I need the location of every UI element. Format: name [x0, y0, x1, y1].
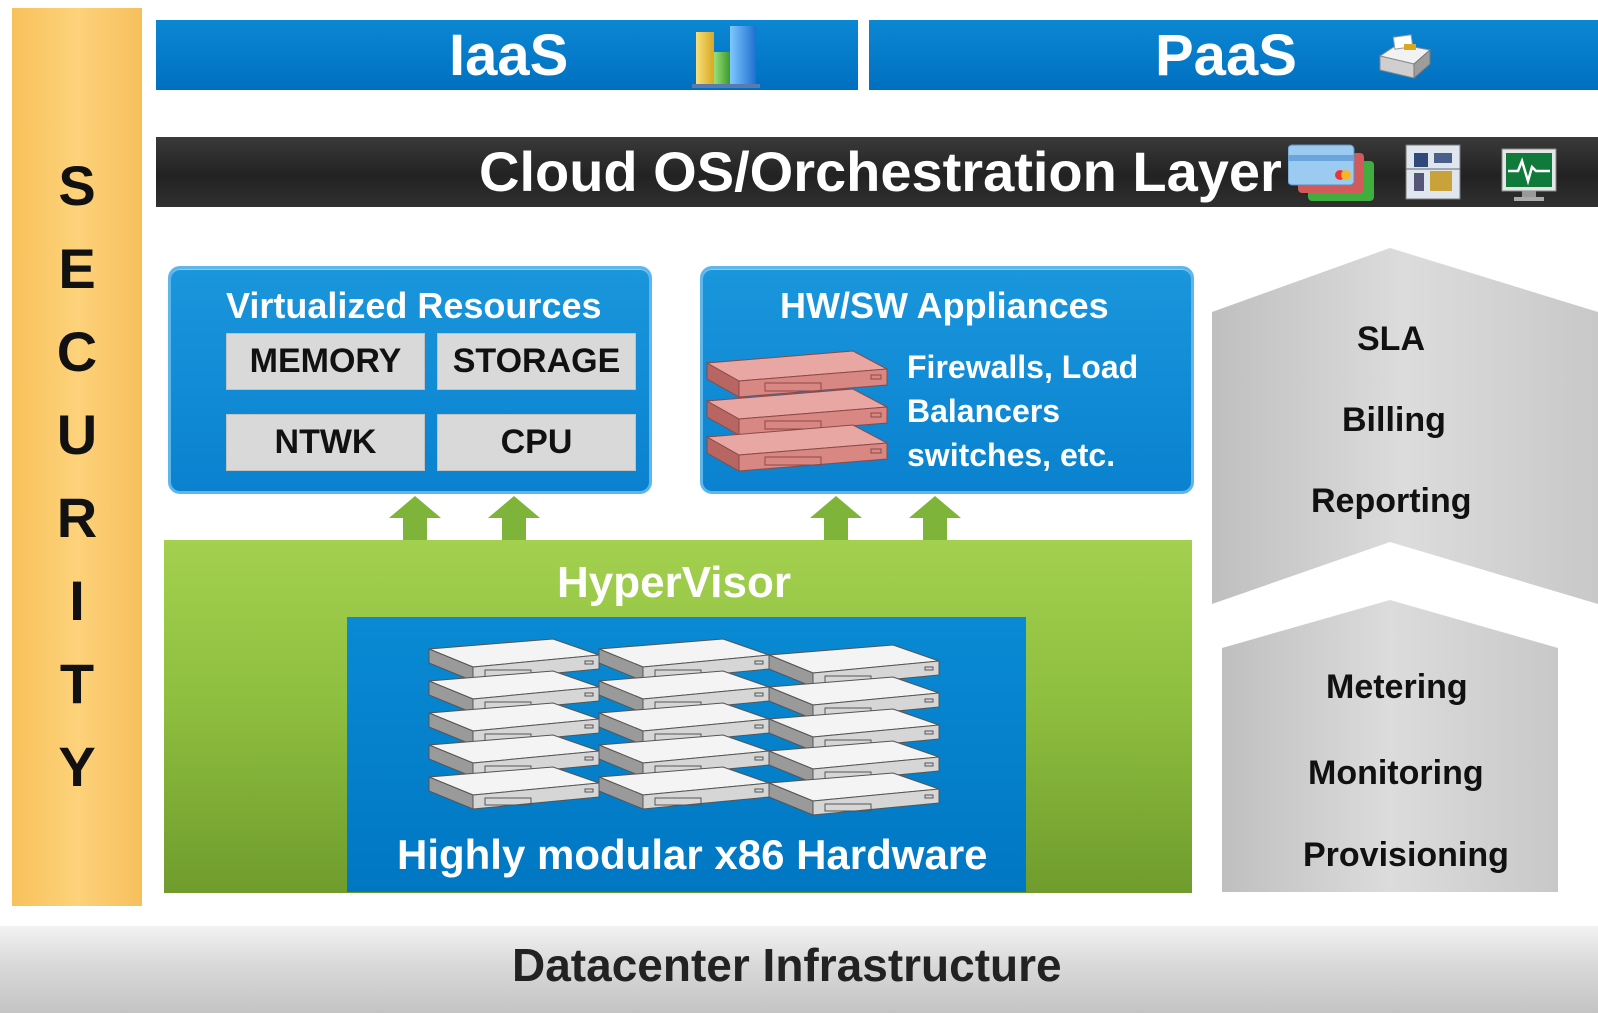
service-monitoring: Monitoring — [1308, 754, 1484, 792]
security-letter: R — [56, 486, 98, 549]
hardware-title: Highly modular x86 Hardware — [397, 831, 988, 878]
arrow-up-icon — [810, 496, 862, 540]
orchestration-layer-bar: Cloud OS/Orchestration Layer — [156, 137, 1598, 207]
service-metering: Metering — [1326, 668, 1468, 706]
security-bar: S E C U R I T Y — [12, 8, 142, 906]
datacenter-layer: Datacenter Infrastructure — [0, 926, 1598, 1013]
circuit-board-icon — [1405, 144, 1461, 200]
hypervisor-title: HyperVisor — [557, 558, 791, 607]
arrow-up-icon — [389, 496, 441, 540]
appliances-line: Balancers — [907, 393, 1060, 429]
bar-chart-icon — [692, 26, 760, 88]
security-letter: E — [58, 237, 96, 300]
security-letter: U — [56, 403, 98, 466]
arrow-up-icon — [488, 496, 540, 540]
orchestration-layer-label: Cloud OS/Orchestration Layer — [479, 140, 1282, 203]
appliances-line: switches, etc. — [907, 437, 1116, 473]
services-upper-chevron — [1212, 248, 1598, 604]
resource-storage: STORAGE — [437, 333, 636, 390]
iaas-label: IaaS — [449, 23, 569, 88]
service-billing: Billing — [1342, 401, 1446, 439]
iaas-bar: IaaS — [156, 20, 858, 90]
monitor-pulse-icon — [1501, 148, 1557, 201]
virtualized-resources-title: Virtualized Resources — [226, 285, 602, 326]
paas-bar: PaaS — [869, 20, 1598, 90]
service-provisioning: Provisioning — [1303, 836, 1509, 874]
security-letter: I — [69, 569, 85, 632]
security-letter: T — [59, 652, 95, 715]
credit-card-icon — [1288, 144, 1374, 201]
server-rack-icon — [428, 638, 940, 816]
resource-cpu: CPU — [437, 414, 636, 471]
resource-network: NTWK — [226, 414, 425, 471]
virtualized-resources-panel: Virtualized Resources MEMORY STORAGE NTW… — [168, 266, 652, 494]
hardware-block: Highly modular x86 Hardware — [347, 617, 1026, 892]
datacenter-label: Datacenter Infrastructure — [512, 939, 1062, 991]
appliances-title: HW/SW Appliances — [780, 285, 1109, 326]
printer-icon — [1378, 34, 1432, 80]
services-lower-chevron — [1222, 600, 1558, 892]
server-icon — [705, 350, 889, 472]
arrow-up-icon — [909, 496, 961, 540]
security-letter: S — [58, 154, 96, 217]
appliances-description: Firewalls, Load Balancers switches, etc. — [907, 345, 1138, 477]
appliances-line: Firewalls, Load — [907, 349, 1139, 385]
security-letter: C — [56, 320, 98, 383]
service-reporting: Reporting — [1311, 482, 1472, 520]
appliances-panel: HW/SW Appliances Firewalls, Load Balance… — [700, 266, 1194, 494]
security-letter: Y — [58, 735, 96, 798]
paas-label: PaaS — [1155, 23, 1297, 88]
service-sla: SLA — [1357, 320, 1425, 358]
resource-memory: MEMORY — [226, 333, 425, 390]
